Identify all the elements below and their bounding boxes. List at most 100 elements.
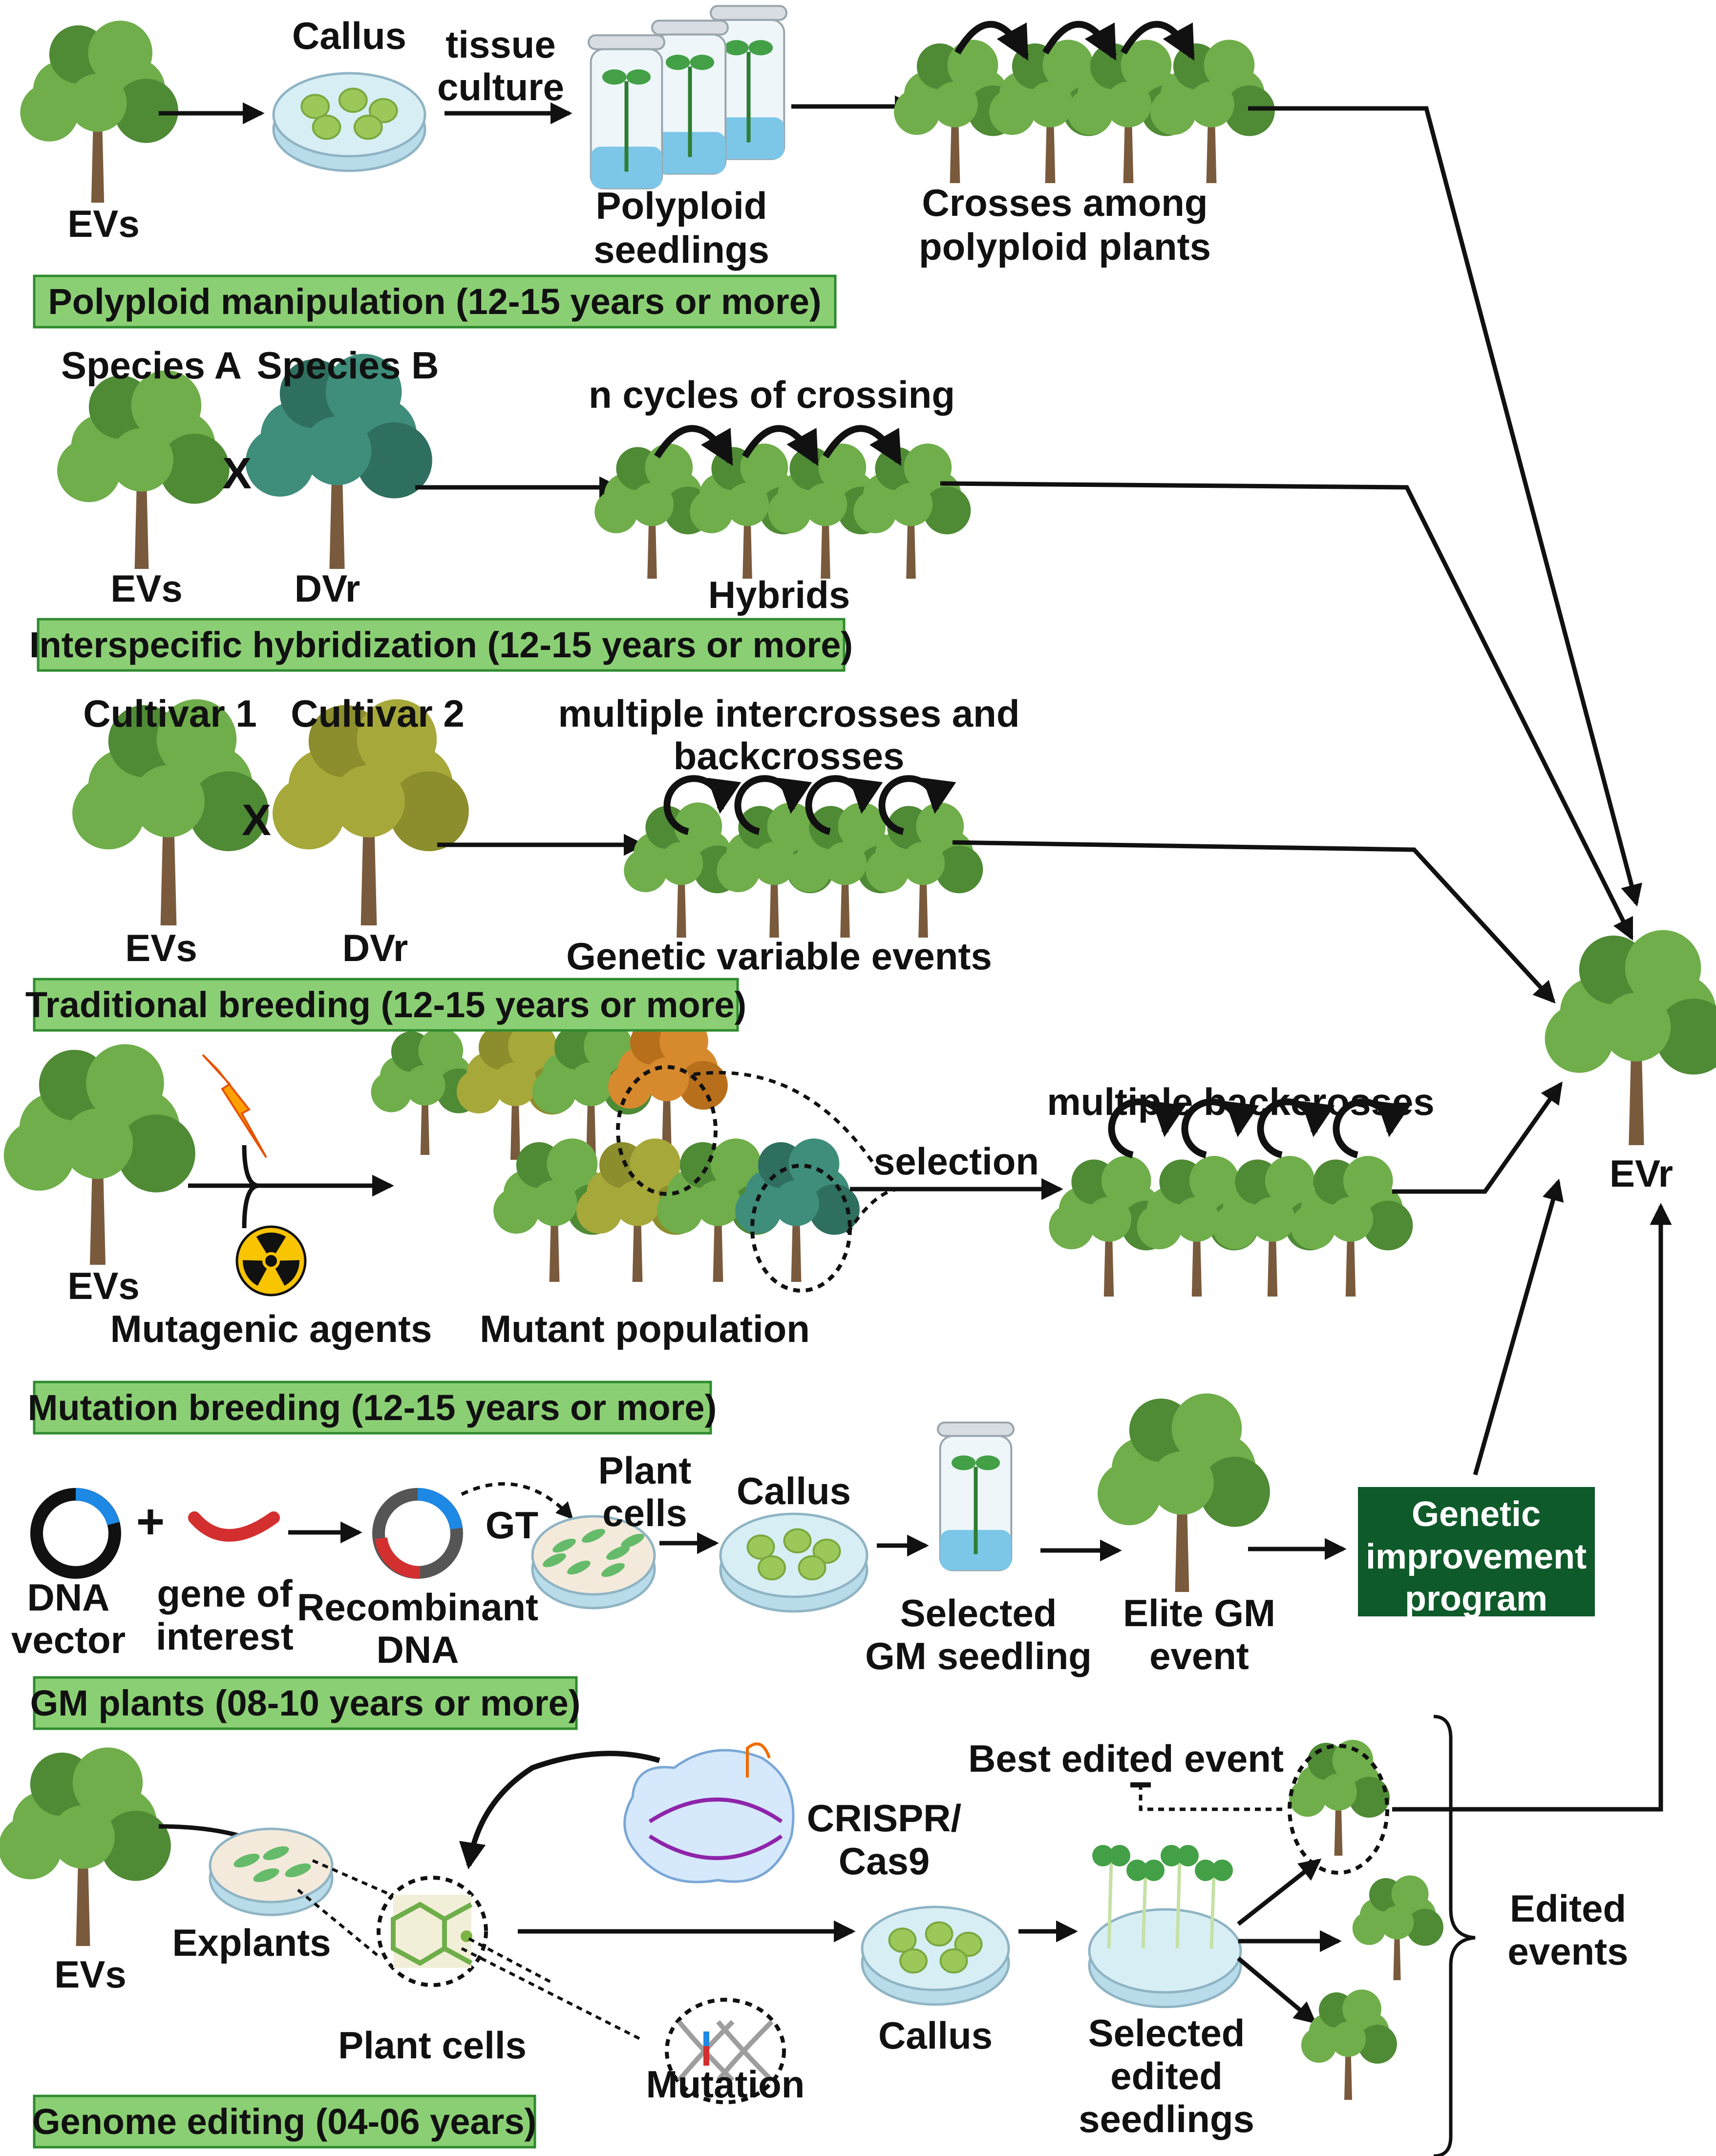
gt-label: GT — [486, 1504, 538, 1547]
program-label-1: Genetic — [1412, 1495, 1541, 1534]
tree-trunk — [329, 464, 345, 569]
tree-foliage — [624, 849, 667, 893]
callus-clump — [312, 114, 341, 140]
seedling-leaf — [748, 40, 773, 56]
parent-b-label: DVr — [295, 567, 360, 610]
cycle-arrow — [1042, 21, 1117, 61]
tree-foliage — [740, 443, 788, 492]
tree-foliage — [1328, 1196, 1374, 1242]
tree-foliage — [1137, 1204, 1182, 1250]
tree-foliage — [132, 765, 205, 837]
tree-trunk — [549, 1212, 560, 1282]
loop-arrow — [805, 775, 883, 835]
callus-clump — [925, 1921, 953, 1947]
arrow-editing-to-evr — [1392, 1203, 1672, 1812]
tree-foliage — [1189, 1155, 1239, 1206]
tree-foliage — [68, 73, 127, 132]
callus-dish — [272, 72, 426, 172]
tree-foliage — [1171, 1393, 1242, 1464]
edited-event-tree — [1352, 1875, 1443, 1980]
tree-foliage — [725, 482, 769, 526]
tree-trunk — [1629, 1040, 1644, 1145]
cas9-protein-icon — [623, 1749, 795, 1884]
tree-foliage — [371, 1071, 412, 1112]
mutation-source-label: EVs — [67, 1264, 139, 1307]
section-mutation: EVs Mutagenic agents Mutant population s… — [28, 1080, 1435, 1435]
tree-foliage — [57, 439, 121, 502]
tree-foliage — [1049, 1204, 1094, 1250]
tree-foliage — [1380, 1905, 1414, 1940]
edited-seedlings-label-2: edited — [1110, 2054, 1223, 2097]
edited-events-label-1: Edited — [1510, 1887, 1626, 1930]
tree-foliage — [1625, 930, 1701, 1006]
dish-top — [531, 1515, 656, 1596]
explants-label: Explants — [172, 1921, 331, 1964]
cycles-label: n cycles of crossing — [589, 373, 955, 416]
tree-trunk — [1123, 113, 1134, 183]
callus-clumps-1 — [300, 87, 398, 140]
best-event-label: Best edited event — [968, 1737, 1284, 1780]
hybrids-label: Hybrids — [708, 573, 850, 616]
polyploid-source-label: EVs — [67, 202, 139, 245]
gm-seedling-jar — [937, 1422, 1015, 1571]
events-label: Genetic variable events — [566, 935, 992, 978]
tree-foliage — [1332, 1739, 1374, 1781]
banner-interspecific — [37, 618, 846, 672]
banner-editing-text: Genome editing (04-06 years) — [32, 2101, 536, 2142]
tissue-culture-label-2: culture — [437, 65, 564, 108]
dish-top — [719, 1512, 869, 1598]
tree-foliage — [809, 1184, 860, 1235]
tree-species-b — [245, 354, 432, 569]
cycle-arrow — [1120, 21, 1195, 61]
explant — [285, 1863, 311, 1878]
callus-label: Callus — [292, 14, 406, 57]
tree-foliage — [131, 370, 202, 441]
loop-arrow — [1333, 1098, 1411, 1158]
banner-gm — [33, 1676, 578, 1730]
seedling-leaf — [690, 55, 715, 70]
tree-foliage — [189, 771, 269, 852]
callus-clumps-3 — [888, 1921, 983, 1974]
tree-foliage — [657, 1188, 703, 1234]
tree-foliage — [916, 802, 964, 851]
mutation-zoom-lines — [461, 1937, 641, 2040]
hybrid-plant — [853, 443, 971, 579]
callus-clump — [368, 98, 398, 124]
seedling-stem — [1141, 1875, 1147, 1949]
jar-1 — [588, 34, 665, 189]
tree-foliage — [3, 1120, 75, 1191]
gt-dashed-arrow — [461, 1482, 573, 1520]
plant-cell — [582, 1528, 605, 1543]
edited-events-brace — [1433, 1715, 1476, 2156]
arrow-program-to-evr — [1473, 1178, 1564, 1476]
tree-foliage — [1320, 1773, 1357, 1811]
explant — [233, 1853, 260, 1868]
gene-label-2: interest — [156, 1615, 294, 1658]
tissue-culture-label-1: tissue — [445, 23, 555, 66]
cross-symbol-2: X — [242, 796, 271, 845]
intercross-label-2: backcrosses — [674, 734, 905, 777]
intercross-label-1: multiple intercrosses and — [558, 692, 1020, 735]
tree-foliage — [989, 89, 1035, 135]
edited-seedlings-dish — [1088, 1908, 1242, 2009]
tree-trunk — [360, 815, 377, 925]
tree-foliage — [272, 777, 345, 850]
jar-lid — [588, 34, 665, 50]
jar-lid — [651, 20, 729, 36]
tree-foliage — [866, 849, 909, 893]
parent-a-label-2: EVs — [125, 926, 197, 969]
tree-foliage — [608, 1064, 653, 1109]
plant-cell — [606, 1546, 630, 1560]
tree-foliage — [773, 1180, 819, 1226]
tree-cultivar-1 — [72, 699, 269, 925]
tree-trunk — [1103, 1228, 1114, 1297]
gm-seedling-label-2: GM seedling — [865, 1634, 1092, 1677]
tree-foliage — [1655, 998, 1716, 1075]
tree-foliage — [735, 1188, 781, 1234]
edited-events-label-2: events — [1507, 1930, 1628, 1973]
tree-foliage — [614, 1180, 660, 1226]
tree-trunk — [950, 113, 960, 183]
tree-foliage — [508, 1022, 557, 1071]
jar-lid — [710, 5, 787, 21]
